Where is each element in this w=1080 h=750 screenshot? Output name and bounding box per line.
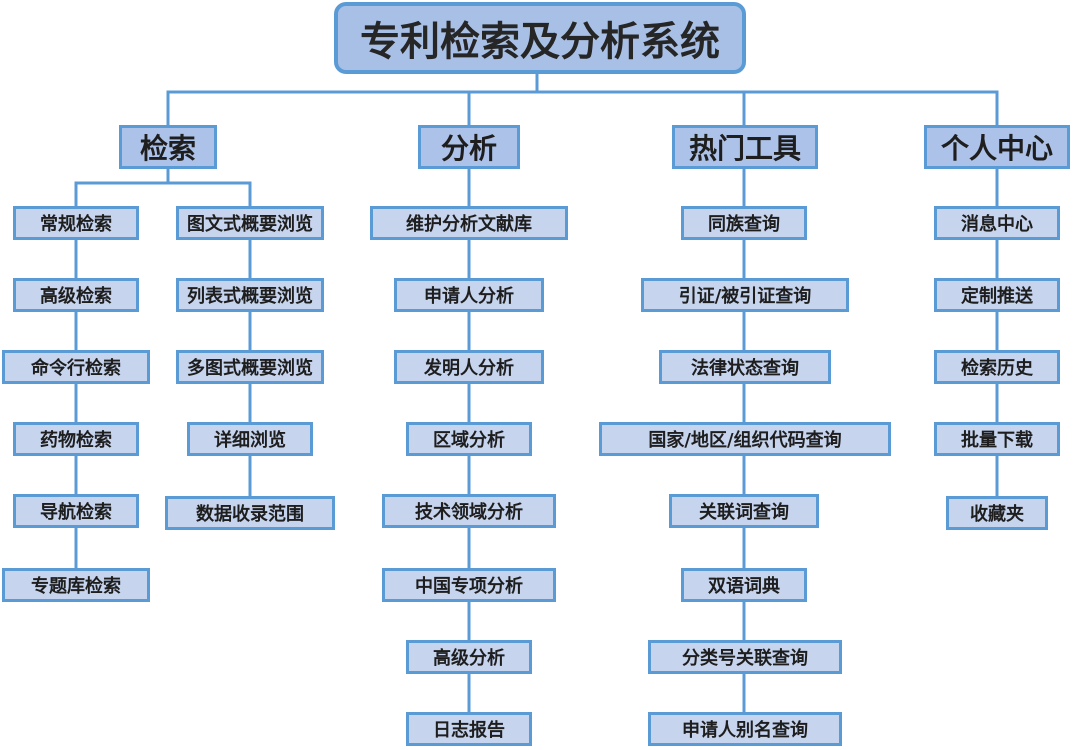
node-label: 消息中心 xyxy=(961,214,1033,235)
node-label: 列表式概要浏览 xyxy=(187,286,313,307)
root-title: 专利检索及分析系统 xyxy=(360,19,720,65)
node-label: 区域分析 xyxy=(433,430,505,451)
node-topic-database-search: 专题库检索 xyxy=(2,568,150,602)
node-custom-push: 定制推送 xyxy=(934,278,1060,312)
node-label: 常规检索 xyxy=(40,214,112,235)
node-label: 双语词典 xyxy=(708,576,780,597)
node-label: 批量下载 xyxy=(961,430,1033,451)
node-label: 数据收录范围 xyxy=(196,504,304,525)
node-label: 详细浏览 xyxy=(214,430,286,451)
connector-bus xyxy=(166,90,999,125)
node-drug-search: 药物检索 xyxy=(13,422,139,456)
node-label: 关联词查询 xyxy=(699,502,789,523)
node-label: 法律状态查询 xyxy=(691,358,799,379)
node-label: 命令行检索 xyxy=(31,358,121,379)
node-label: 国家/地区/组织代码查询 xyxy=(648,430,842,451)
connector-search-branch xyxy=(74,181,252,206)
node-label: 导航检索 xyxy=(40,502,112,523)
node-maintain-analysis-library: 维护分析文献库 xyxy=(370,206,568,240)
node-navigation-search: 导航检索 xyxy=(13,494,139,528)
node-search-history: 检索历史 xyxy=(934,350,1060,384)
node-label: 专题库检索 xyxy=(31,576,121,597)
node-label: 同族查询 xyxy=(708,214,780,235)
category-personal-center: 个人中心 xyxy=(924,125,1070,169)
node-legal-status-query: 法律状态查询 xyxy=(659,350,831,384)
node-label: 检索历史 xyxy=(961,358,1033,379)
node-detail-browse: 详细浏览 xyxy=(187,422,313,456)
node-label: 分类号关联查询 xyxy=(682,648,808,669)
node-label: 日志报告 xyxy=(433,720,505,741)
node-label: 申请人别名查询 xyxy=(682,720,808,741)
node-label: 高级检索 xyxy=(40,286,112,307)
node-applicant-analysis: 申请人分析 xyxy=(394,278,544,312)
category-search: 检索 xyxy=(119,125,217,169)
node-family-query: 同族查询 xyxy=(681,206,807,240)
node-multi-image-summary-browse: 多图式概要浏览 xyxy=(176,350,324,384)
root-title-box: 专利检索及分析系统 xyxy=(334,2,746,74)
category-analysis-label: 分析 xyxy=(440,132,497,165)
node-log-report: 日志报告 xyxy=(406,712,532,746)
node-label: 发明人分析 xyxy=(424,358,514,379)
node-tech-field-analysis: 技术领域分析 xyxy=(382,494,556,528)
node-classification-query: 分类号关联查询 xyxy=(648,640,842,674)
node-label: 定制推送 xyxy=(961,286,1033,307)
node-label: 高级分析 xyxy=(433,648,505,669)
node-advanced-search: 高级检索 xyxy=(13,278,139,312)
node-batch-download: 批量下载 xyxy=(934,422,1060,456)
node-command-line-search: 命令行检索 xyxy=(2,350,150,384)
node-label: 图文式概要浏览 xyxy=(187,214,313,235)
node-label: 多图式概要浏览 xyxy=(187,358,313,379)
node-label: 药物检索 xyxy=(40,430,112,451)
node-regular-search: 常规检索 xyxy=(13,206,139,240)
node-region-analysis: 区域分析 xyxy=(406,422,532,456)
category-analysis: 分析 xyxy=(418,125,520,169)
node-applicant-alias-query: 申请人别名查询 xyxy=(648,712,842,746)
node-favorites: 收藏夹 xyxy=(946,496,1048,530)
node-label: 技术领域分析 xyxy=(415,502,523,523)
node-label: 申请人分析 xyxy=(424,286,514,307)
node-label: 引证/被引证查询 xyxy=(678,286,812,307)
category-personal-center-label: 个人中心 xyxy=(940,132,1053,165)
node-related-word-query: 关联词查询 xyxy=(669,494,819,528)
node-china-special-analysis: 中国专项分析 xyxy=(382,568,556,602)
node-inventor-analysis: 发明人分析 xyxy=(394,350,544,384)
node-label: 中国专项分析 xyxy=(415,576,523,597)
node-label: 维护分析文献库 xyxy=(406,214,532,235)
node-message-center: 消息中心 xyxy=(934,206,1060,240)
node-data-coverage: 数据收录范围 xyxy=(165,496,335,530)
category-hot-tools-label: 热门工具 xyxy=(688,132,801,165)
node-advanced-analysis: 高级分析 xyxy=(406,640,532,674)
node-country-code-query: 国家/地区/组织代码查询 xyxy=(599,422,891,456)
node-label: 收藏夹 xyxy=(970,504,1024,525)
node-citation-query: 引证/被引证查询 xyxy=(641,278,849,312)
node-graphic-summary-browse: 图文式概要浏览 xyxy=(176,206,324,240)
node-bilingual-dictionary: 双语词典 xyxy=(681,568,807,602)
node-list-summary-browse: 列表式概要浏览 xyxy=(176,278,324,312)
category-search-label: 检索 xyxy=(139,132,196,165)
category-hot-tools: 热门工具 xyxy=(672,125,818,169)
